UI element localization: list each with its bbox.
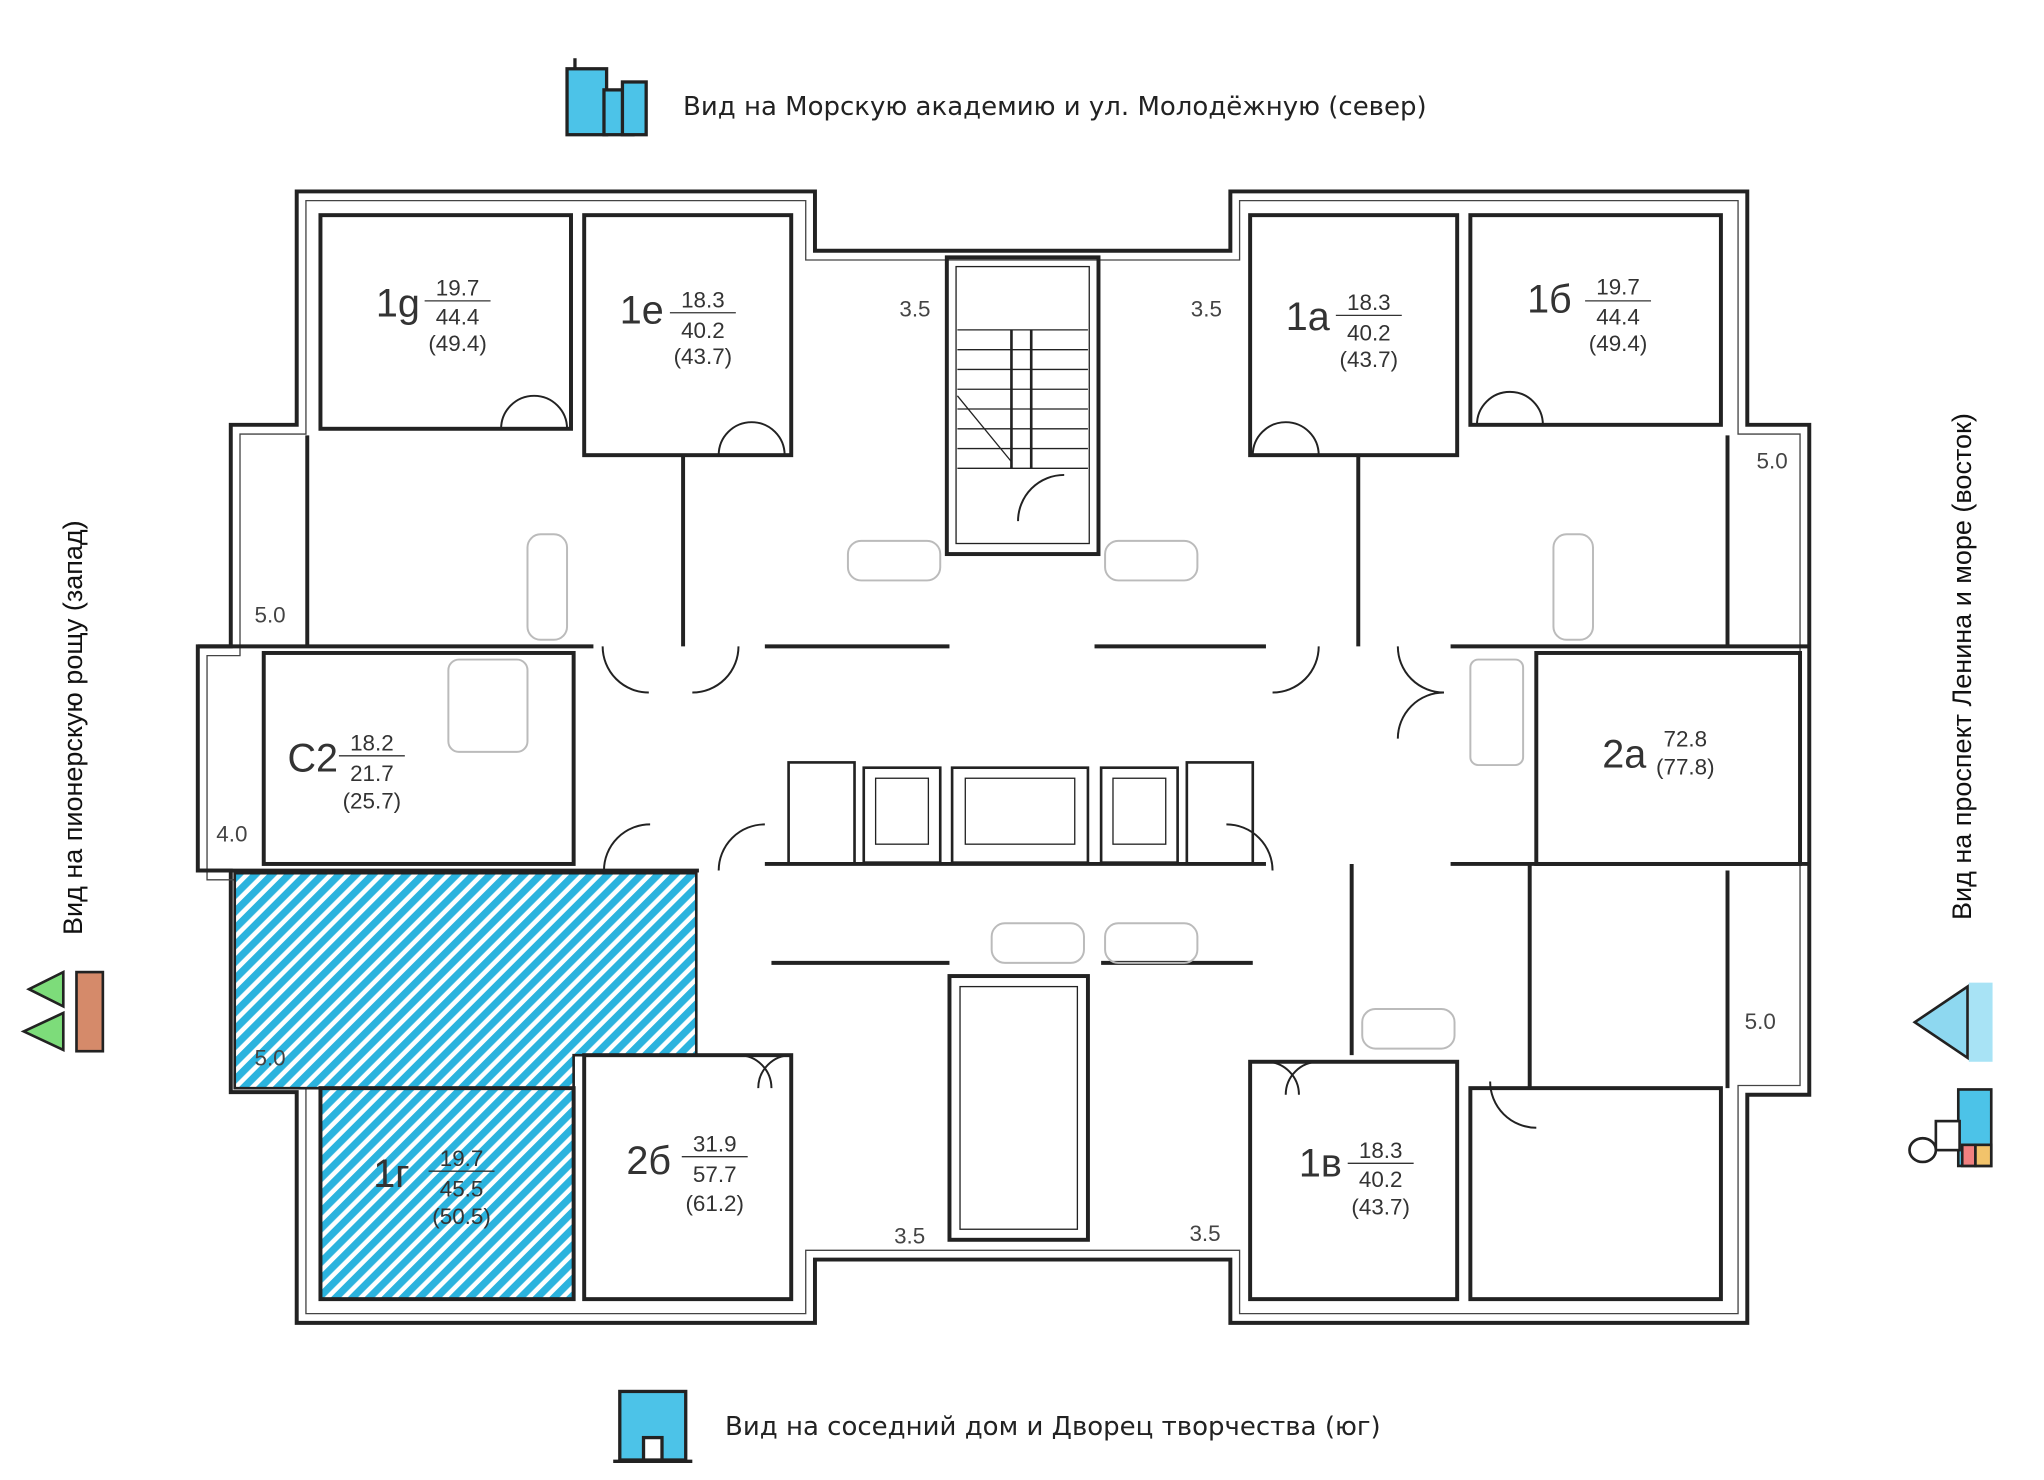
svg-text:1a: 1a	[1286, 295, 1330, 339]
svg-text:3.5: 3.5	[1191, 297, 1222, 322]
doors	[500, 390, 1544, 1129]
svg-text:40.2: 40.2	[1347, 320, 1391, 345]
svg-text:(43.7): (43.7)	[1351, 1195, 1410, 1220]
room-1b[interactable]	[1468, 213, 1723, 427]
sailboat-icon	[1912, 982, 1993, 1062]
svg-text:1б: 1б	[1527, 278, 1572, 322]
city-icon	[1908, 1088, 1993, 1168]
view-north-label: Вид на Морскую академию и ул. Молодёжную…	[683, 92, 1427, 122]
svg-text:3.5: 3.5	[1189, 1221, 1220, 1246]
svg-text:2a: 2a	[1602, 733, 1646, 777]
apartment-label-2b: 2б 31.9 57.7 (61.2)	[626, 1131, 748, 1216]
svg-text:(77.8): (77.8)	[1656, 754, 1715, 779]
svg-text:(50.5): (50.5)	[432, 1204, 491, 1229]
room-1v[interactable]	[1248, 1059, 1460, 1302]
svg-text:44.4: 44.4	[1596, 305, 1640, 330]
svg-text:72.8: 72.8	[1664, 727, 1708, 752]
svg-text:31.9: 31.9	[693, 1131, 737, 1156]
svg-text:18.3: 18.3	[1347, 290, 1391, 315]
svg-text:18.3: 18.3	[681, 287, 725, 312]
apartment-label-1g-selected: 1г 19.7 45.5 (50.5)	[373, 1146, 495, 1229]
svg-text:45.5: 45.5	[440, 1176, 484, 1201]
svg-text:18.3: 18.3	[1359, 1138, 1403, 1163]
elevators	[787, 761, 1255, 866]
svg-text:21.7: 21.7	[350, 761, 394, 786]
apartment-label-2a: 2a 72.8 (77.8)	[1602, 727, 1714, 780]
svg-text:3.5: 3.5	[899, 297, 930, 322]
apartment-building-icon	[613, 1389, 693, 1463]
view-east-label: Вид на проспект Ленина и море (восток)	[1947, 413, 1977, 920]
svg-text:4.0: 4.0	[216, 822, 247, 847]
room-bottom-right	[1468, 1086, 1723, 1302]
office-buildings-icon	[565, 58, 648, 137]
svg-text:C2: C2	[287, 737, 338, 781]
svg-text:44.4: 44.4	[436, 305, 480, 330]
svg-text:40.2: 40.2	[1359, 1167, 1403, 1192]
svg-text:57.7: 57.7	[693, 1162, 737, 1187]
room-1e[interactable]	[582, 213, 794, 458]
svg-text:1e: 1e	[620, 288, 664, 332]
svg-text:(25.7): (25.7)	[343, 789, 402, 814]
svg-text:(43.7): (43.7)	[674, 344, 733, 369]
svg-text:19.7: 19.7	[1596, 274, 1640, 299]
svg-text:2б: 2б	[626, 1139, 671, 1183]
stair-core	[944, 255, 1101, 1242]
apartment-label-1g: 1g 19.7 44.4 (49.4)	[376, 276, 491, 356]
svg-text:40.2: 40.2	[681, 318, 725, 343]
svg-text:1г: 1г	[373, 1152, 409, 1196]
apartment-label-c2: C2 21.7 18.2 21.7 (25.7)	[287, 731, 405, 814]
svg-text:1g: 1g	[376, 282, 420, 326]
svg-text:(49.4): (49.4)	[428, 331, 487, 356]
apartment-label-1e: 1e 18.3 40.2 (43.7)	[620, 287, 736, 369]
room-c2[interactable]	[261, 650, 576, 866]
room-1a[interactable]	[1248, 213, 1460, 458]
view-south-label: Вид на соседний дом и Дворец творчества …	[725, 1412, 1381, 1442]
apartment-label-1a: 1a 18.3 40.2 (43.7)	[1286, 290, 1402, 372]
svg-text:5.0: 5.0	[255, 603, 286, 628]
trees-icon	[20, 969, 105, 1053]
svg-text:5.0: 5.0	[255, 1046, 286, 1071]
apartment-label-1b: 1б 19.7 44.4 (49.4)	[1527, 274, 1652, 356]
svg-text:19.7: 19.7	[440, 1146, 484, 1171]
svg-text:19.7: 19.7	[436, 276, 480, 301]
room-1g-main	[318, 1086, 576, 1302]
room-1g[interactable]	[318, 213, 573, 431]
svg-text:5.0: 5.0	[1757, 448, 1788, 473]
svg-text:5.0: 5.0	[1745, 1009, 1776, 1034]
svg-text:3.5: 3.5	[894, 1224, 925, 1249]
svg-text:(61.2): (61.2)	[685, 1191, 744, 1216]
svg-text:(49.4): (49.4)	[1589, 331, 1648, 356]
svg-text:18.2: 18.2	[350, 731, 394, 756]
svg-text:(43.7): (43.7)	[1340, 347, 1399, 372]
apartment-label-1v: 1в 18.3 40.2 (43.7)	[1299, 1138, 1414, 1220]
room-2b[interactable]	[582, 1053, 794, 1302]
svg-text:1в: 1в	[1299, 1141, 1342, 1185]
bathroom-fixtures	[447, 533, 1594, 1050]
view-west-label: Вид на пионерскую рощу (запад)	[58, 520, 88, 935]
balcony-areas: 3.5 3.5 3.5 3.5 5.0 5.0 5.0 5.0 4.0	[216, 297, 1787, 1249]
